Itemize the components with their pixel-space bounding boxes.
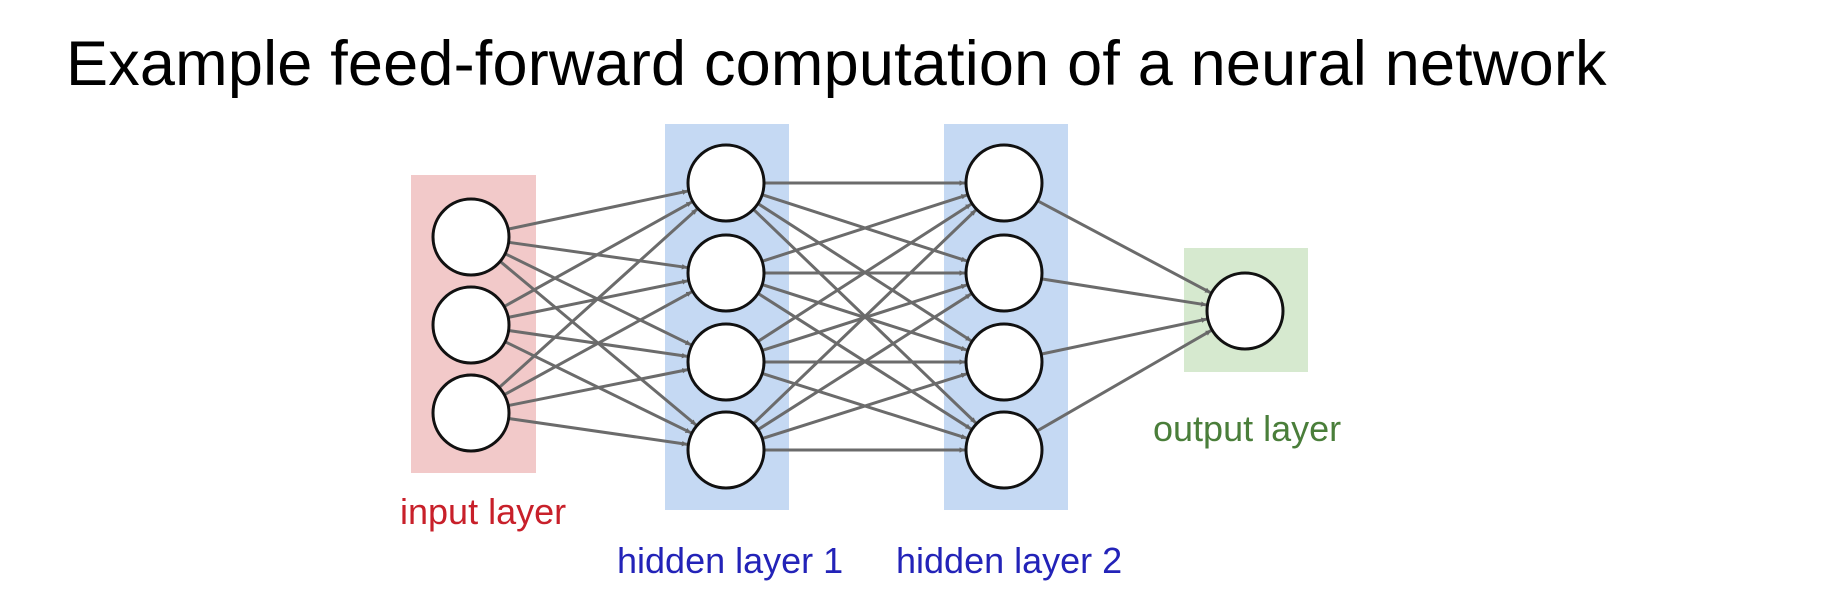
hidden2-neuron-4 xyxy=(964,410,1044,490)
hidden1-neuron-2 xyxy=(686,233,766,313)
hidden-layer-1-label: hidden layer 1 xyxy=(617,540,844,581)
input-neuron-3 xyxy=(431,373,511,453)
edge-input-3-to-hidden1-4 xyxy=(508,416,688,447)
hidden2-neuron-1 xyxy=(964,143,1044,223)
output-neuron-1 xyxy=(1205,271,1285,351)
edge-hidden2-2-to-output-1 xyxy=(1041,277,1207,307)
input-layer-label: input layer xyxy=(400,491,567,532)
hidden1-neuron-1 xyxy=(686,143,766,223)
edge-input-1-to-hidden1-1 xyxy=(507,189,689,231)
output-layer-label: output layer xyxy=(1153,408,1342,449)
edge-input-3-to-hidden1-2 xyxy=(503,290,693,397)
edge-hidden1-4-to-hidden2-1 xyxy=(752,208,977,425)
edge-hidden2-3-to-output-1 xyxy=(1040,317,1208,356)
edge-input-3-to-hidden1-3 xyxy=(507,368,689,408)
edge-hidden2-4-to-output-1 xyxy=(1036,329,1212,433)
input-neuron-1 xyxy=(431,197,511,277)
edge-input-3-to-hidden1-1 xyxy=(498,208,699,389)
slide-title: Example feed-forward computation of a ne… xyxy=(66,29,1607,99)
hidden1-neuron-3 xyxy=(686,322,766,402)
hidden-layer-2-label: hidden layer 2 xyxy=(896,540,1123,581)
edge-hidden1-4-to-hidden2-3 xyxy=(761,372,968,440)
edge-hidden1-2-to-hidden2-1 xyxy=(761,193,968,263)
hidden1-neuron-4 xyxy=(686,410,766,490)
edge-input-2-to-hidden1-1 xyxy=(503,200,693,308)
edge-hidden1-4-to-hidden2-2 xyxy=(757,292,972,431)
hidden2-neuron-3 xyxy=(964,322,1044,402)
hidden2-neuron-2 xyxy=(964,233,1044,313)
edge-hidden2-1-to-output-1 xyxy=(1036,199,1212,295)
edge-hidden1-3-to-hidden2-1 xyxy=(757,202,973,343)
input-neuron-2 xyxy=(431,285,511,365)
